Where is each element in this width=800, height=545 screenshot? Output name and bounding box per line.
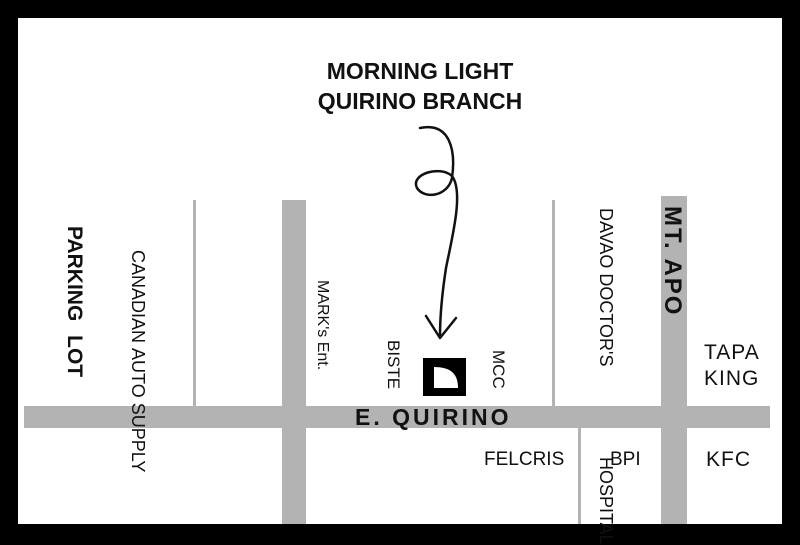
place-mcc: MCC xyxy=(489,350,508,389)
mt-apo-road xyxy=(661,196,687,524)
map-title: MORNING LIGHT QUIRINO BRANCH xyxy=(0,56,800,116)
place-bpi: BPI xyxy=(610,449,641,470)
tapa-line-1: TAPA xyxy=(704,341,760,364)
place-biste: BISTE xyxy=(384,340,403,390)
place-davao-doctors-hospital: DAVAO DOCTOR'S HOSPITAL xyxy=(594,208,618,545)
place-kfc: KFC xyxy=(706,448,751,471)
left-cross-road xyxy=(282,200,306,524)
map-paper xyxy=(18,18,782,524)
davao-line-1: DAVAO DOCTOR'S xyxy=(596,208,616,367)
davao-line-2: HOSPITAL xyxy=(596,457,616,545)
place-parking-lot: PARKING LOT xyxy=(63,226,86,378)
street-e-quirino: E. QUIRINO xyxy=(355,404,512,430)
place-marks-ent: MARK's Ent. xyxy=(314,280,331,371)
place-canadian-auto-supply: CANADIAN AUTO SUPPLY xyxy=(126,250,150,472)
divider-line xyxy=(578,428,581,524)
route-arrow-head xyxy=(424,314,458,340)
title-line-2: QUIRINO BRANCH xyxy=(317,88,523,114)
canadian-line-2: AUTO SUPPLY xyxy=(128,348,148,473)
title-line-1: MORNING LIGHT xyxy=(326,58,514,84)
route-arrow-line xyxy=(414,125,459,338)
branch-marker-icon xyxy=(434,367,458,388)
place-tapa-king: TAPA KING xyxy=(704,340,760,392)
divider-line xyxy=(193,200,196,406)
street-mt-apo: MT. APO xyxy=(659,206,686,317)
canadian-line-1: CANADIAN xyxy=(128,250,148,344)
e-quirino-road xyxy=(24,406,770,428)
divider-line xyxy=(552,200,555,406)
tapa-line-2: KING xyxy=(704,367,760,390)
place-felcris: FELCRIS xyxy=(484,449,565,470)
